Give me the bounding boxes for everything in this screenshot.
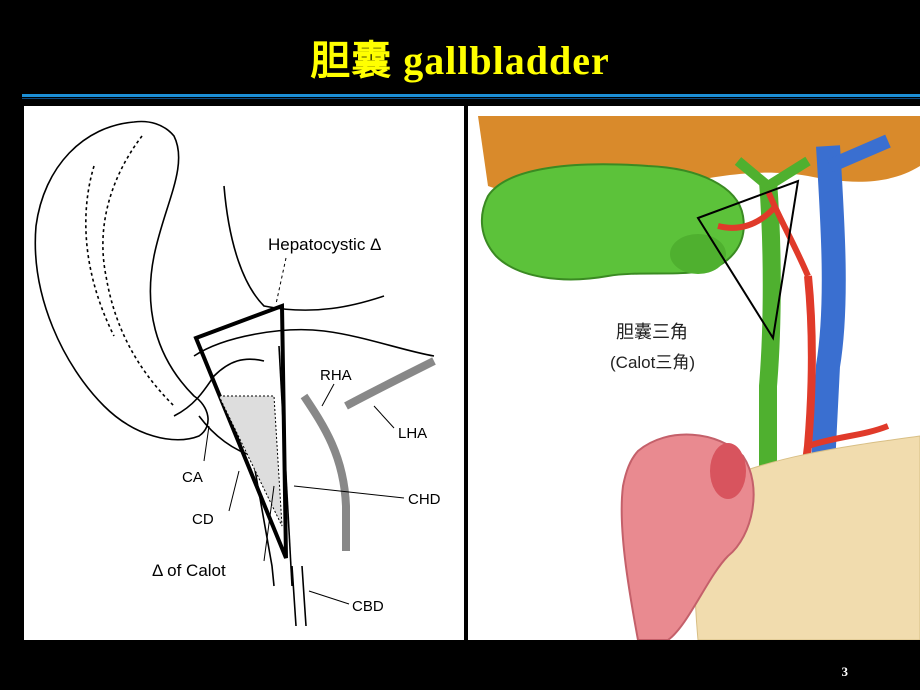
calot-triangle-outline (696, 179, 800, 341)
calot-label-line1: 胆囊三角 (616, 322, 688, 342)
calot-label-line2: (Calot三角) (610, 353, 695, 372)
cystic-artery-curve (173, 358, 265, 417)
gallbladder-inner-fold (102, 135, 175, 407)
page-number: 3 (841, 664, 849, 679)
gallbladder-neck (670, 234, 726, 274)
illustration-svg: 胆囊三角 (Calot三角) (478, 116, 920, 641)
cystic-artery (717, 203, 779, 231)
left-hepatic-artery (344, 357, 436, 410)
label-chd: CHD (408, 491, 441, 508)
diagram-svg: Hepatocystic Δ RHA LHA CA CD CHD Δ of Ca… (34, 120, 441, 627)
hepatocystic-triangle (193, 303, 288, 559)
label-hepatocystic: Hepatocystic Δ (268, 235, 381, 254)
label-calot: Δ of Calot (152, 561, 226, 580)
slide-title: 胆囊 gallbladder (310, 38, 610, 83)
portal-vein (811, 145, 846, 467)
title-divider (22, 94, 920, 97)
gallbladder-fold-2 (85, 165, 115, 337)
liver-hilum (193, 328, 435, 357)
hepatic-artery (794, 275, 816, 527)
calot-triangle-line-diagram: Hepatocystic Δ RHA LHA CA CD CHD Δ of Ca… (24, 106, 464, 640)
cbd-lines (291, 565, 307, 627)
label-lha: LHA (398, 425, 427, 442)
right-hepatic-artery (300, 393, 350, 551)
calot-triangle-illustration: 胆囊三角 (Calot三角) (468, 106, 920, 641)
label-rha: RHA (320, 367, 352, 384)
label-cd: CD (192, 511, 214, 528)
common-bile-duct-left (248, 435, 275, 587)
hepatic-duct-branch (734, 156, 811, 191)
portal-vein-branch (827, 134, 891, 173)
gallbladder-outline (34, 120, 209, 441)
calot-triangle-fill (218, 395, 283, 527)
right-hepatic-artery (765, 189, 811, 278)
common-bile-duct (759, 180, 781, 496)
title-divider-shadow (22, 98, 920, 99)
label-cbd: CBD (352, 598, 384, 615)
label-ca: CA (182, 469, 203, 486)
duodenum-lumen (710, 443, 746, 499)
liver-edge (223, 185, 385, 311)
artery-branch-low (807, 423, 890, 449)
